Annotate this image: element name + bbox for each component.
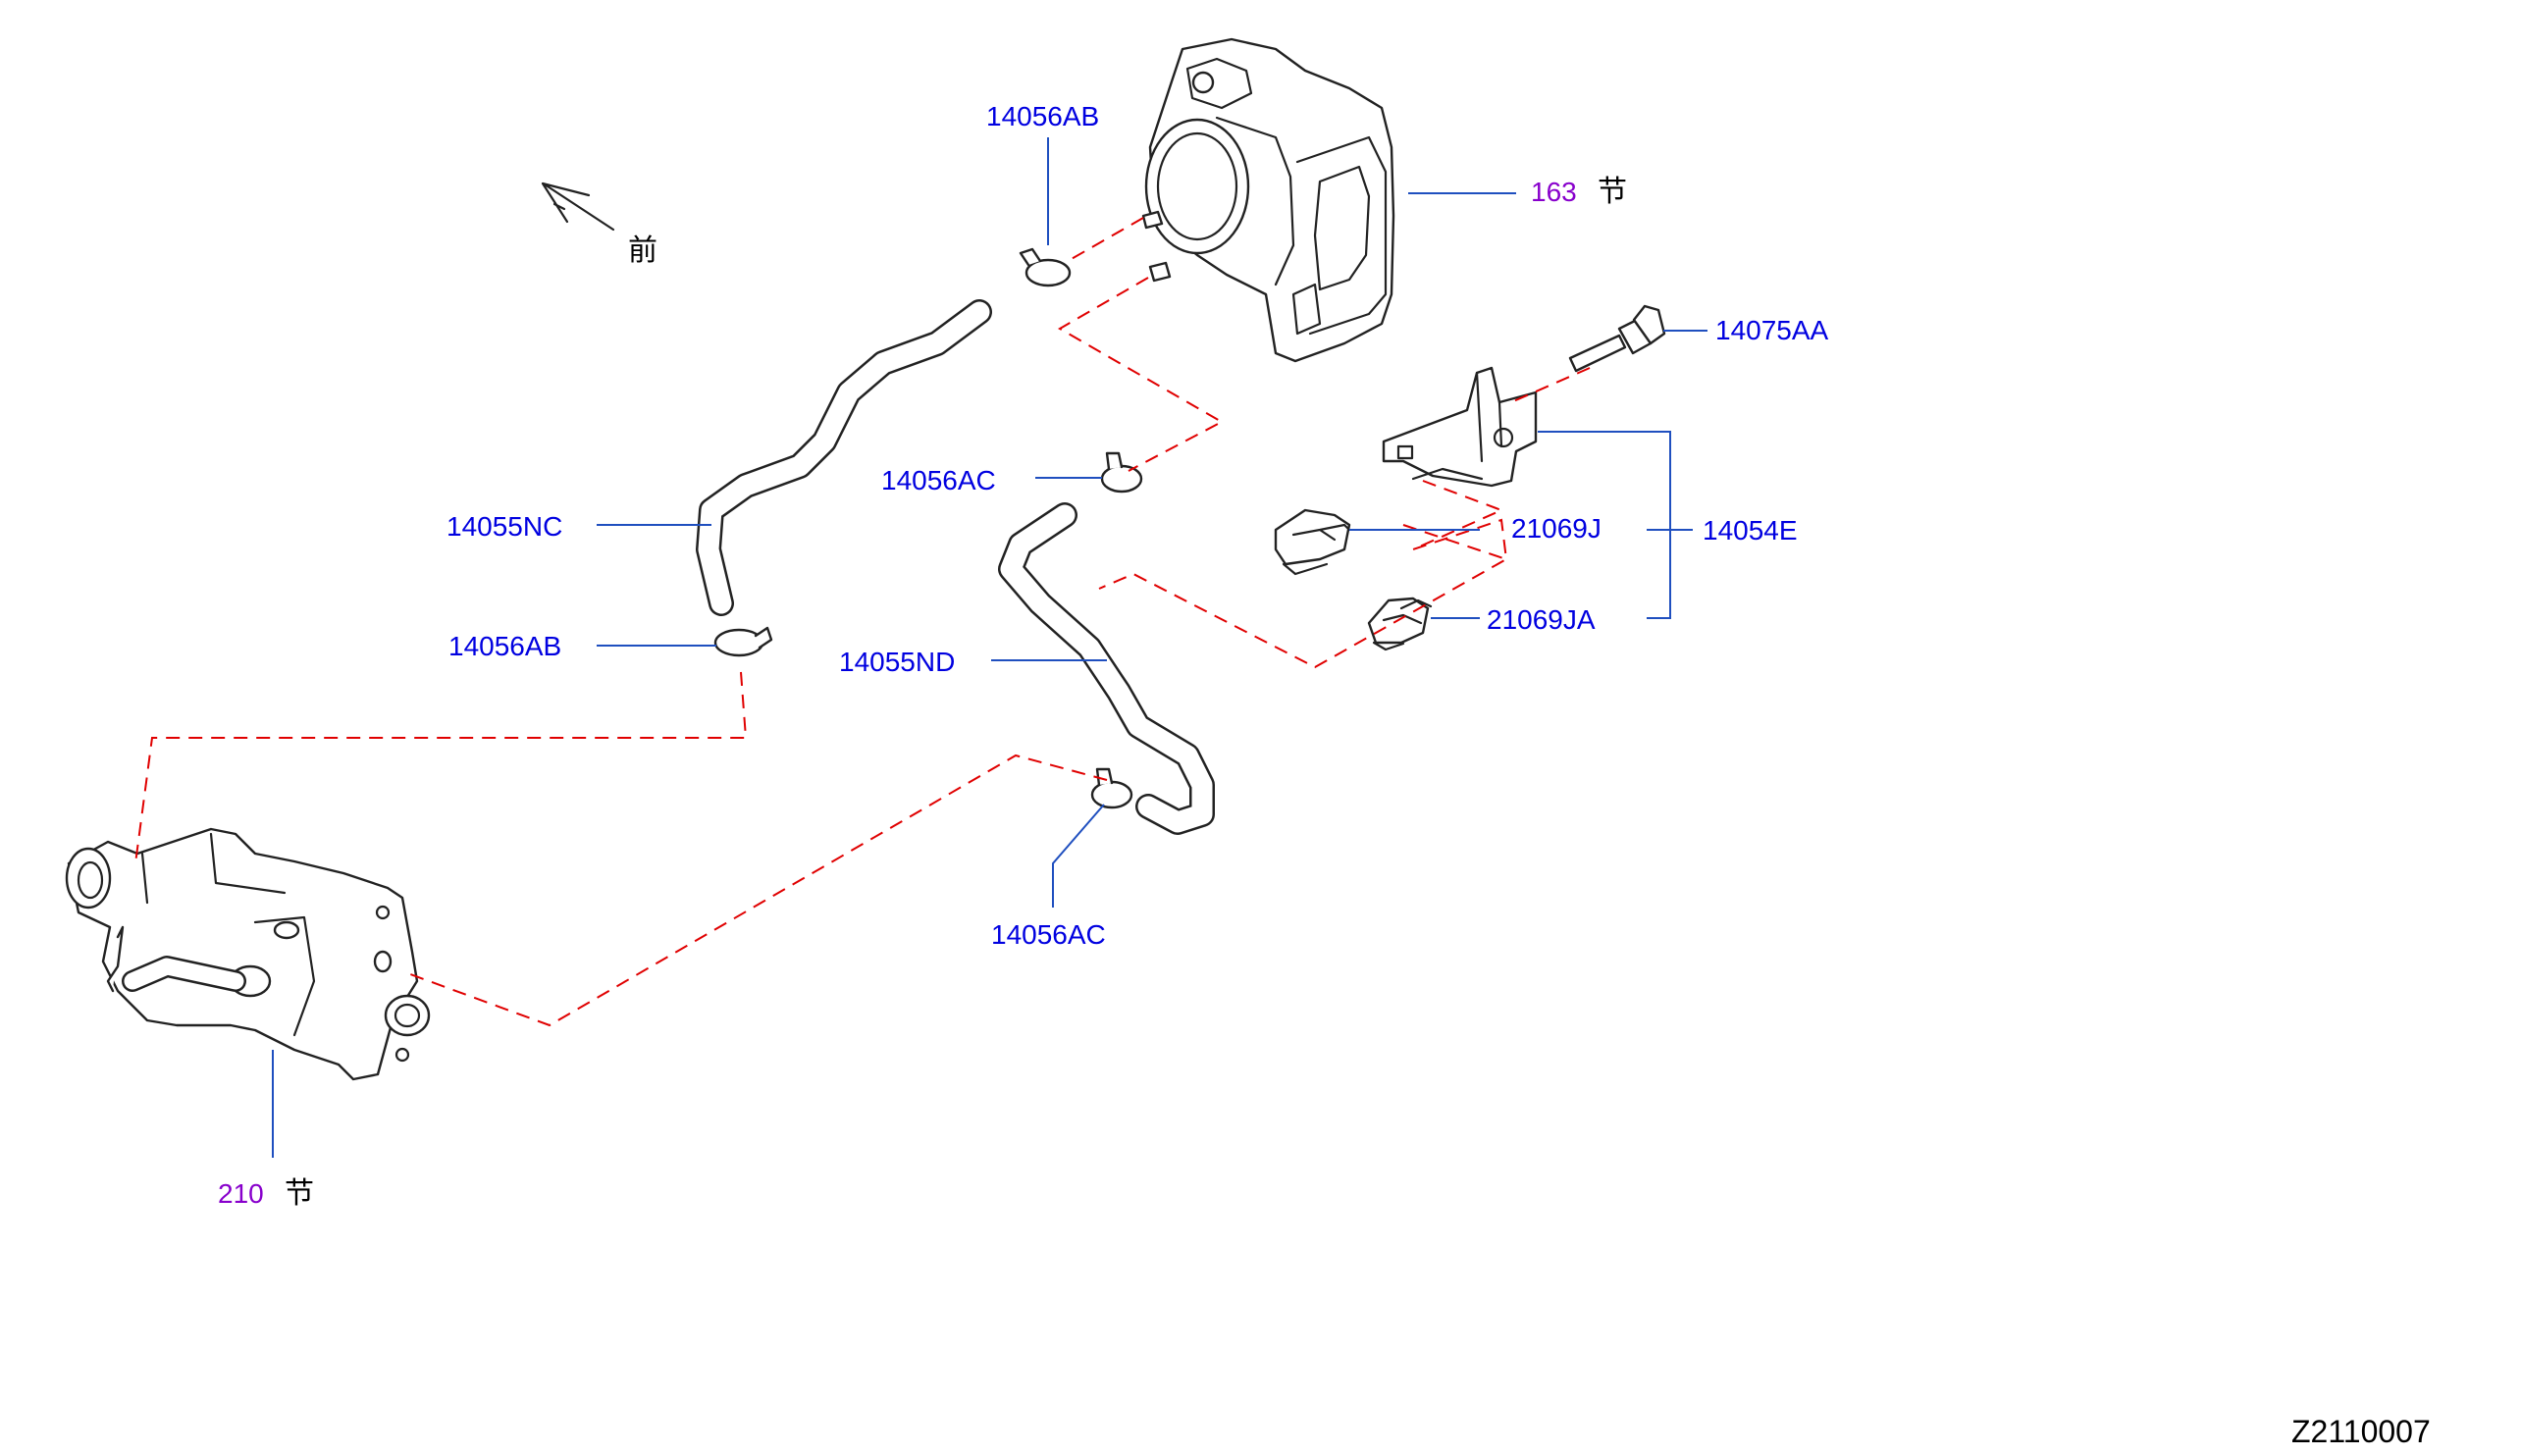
label-thermostat-housing-section: 210 — [218, 1178, 264, 1209]
label-clamp-left: 14056AB — [448, 631, 561, 661]
clamp-middle-icon — [1100, 451, 1143, 494]
front-direction-arrow-icon — [541, 182, 615, 232]
label-hose-clip-upper: 21069J — [1511, 513, 1602, 544]
label-clamp-middle: 14056AC — [881, 465, 996, 495]
label-hose-upper: 14055NC — [446, 511, 562, 542]
throttle-body-icon — [1141, 37, 1395, 363]
bolt-icon — [1568, 304, 1666, 373]
bracket-icon — [1382, 366, 1538, 488]
label-hose-lower: 14055ND — [839, 647, 955, 677]
hose-upper-icon — [696, 299, 992, 616]
clamp-left-icon — [713, 626, 773, 657]
clamp-lower-icon — [1090, 767, 1133, 809]
label-hose-clip-lower: 21069JA — [1487, 604, 1596, 635]
hose-lower-icon — [998, 502, 1215, 835]
label-thermostat-housing-suffix: 节 — [285, 1177, 314, 1210]
front-direction-label: 前 — [628, 234, 657, 267]
label-clamp-top: 14056AB — [986, 101, 1099, 131]
label-clamp-lower: 14056AC — [991, 919, 1106, 950]
hose-clip-upper-icon — [1274, 508, 1351, 576]
connection-lines — [134, 217, 1591, 1027]
label-throttle-body-section: 163 — [1531, 177, 1577, 207]
thermostat-housing-icon — [65, 827, 431, 1081]
diagram-id: Z2110007 — [2291, 1414, 2431, 1449]
label-bolt: 14075AA — [1715, 315, 1829, 345]
clamp-top-icon — [1019, 247, 1072, 287]
label-bracket: 14054E — [1703, 515, 1798, 546]
label-throttle-body-suffix: 节 — [1598, 176, 1627, 208]
leader-lines — [272, 137, 1707, 1158]
